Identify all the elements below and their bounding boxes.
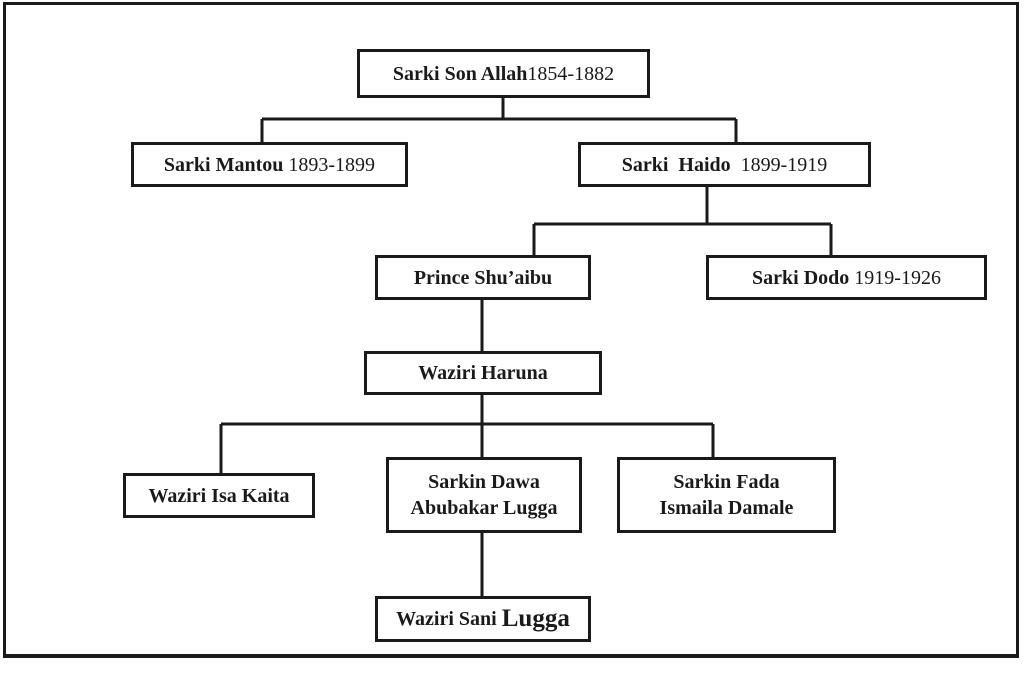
node-name: Sarki Son Allah: [392, 62, 528, 85]
node-title: Sarkin Fada: [673, 471, 780, 493]
node-name: Waziri Isa Kaita: [148, 484, 290, 507]
node-name: Sarki Dodo: [752, 266, 850, 289]
node-name: Waziri Haruna: [418, 362, 548, 384]
node-sarki-mantou: Sarki Mantou 1893-1899: [131, 142, 408, 187]
node-name-emphasis: Lugga: [501, 604, 570, 632]
node-dates: 1899-1919: [740, 153, 828, 176]
connector-haruna-children: [219, 393, 715, 475]
node-sarki-dodo: Sarki Dodo 1919-1926: [706, 255, 987, 300]
node-title: Sarkin Dawa: [428, 471, 540, 493]
node-sarkin-fada: Sarkin Fada Ismaila Damale: [617, 457, 836, 533]
node-name: Waziri Sani: [396, 608, 497, 630]
node-waziri-sani-lugga: Waziri Sani Lugga: [375, 596, 591, 642]
node-name: Prince Shu’aibu: [413, 266, 553, 289]
node-name: Ismaila Damale: [659, 497, 794, 519]
node-waziri-isa-kaita: Waziri Isa Kaita: [123, 473, 315, 518]
connector-haido-children: [532, 185, 833, 257]
node-name: Sarki Mantou: [163, 153, 284, 176]
connector-son-allah-children: [260, 96, 738, 144]
node-dates: 1854-1882: [527, 62, 615, 85]
node-name: Abubakar Lugga: [410, 497, 558, 519]
node-name: Sarki Haido: [621, 153, 731, 176]
node-dates: 1919-1926: [854, 266, 941, 289]
node-prince-shuaibu: Prince Shu’aibu: [375, 255, 591, 300]
node-dates: 1893-1899: [288, 153, 376, 176]
diagram-frame: [3, 2, 1019, 658]
node-sarki-haido: Sarki Haido 1899-1919: [578, 142, 871, 187]
node-sarkin-dawa: Sarkin Dawa Abubakar Lugga: [386, 457, 582, 533]
node-waziri-haruna: Waziri Haruna: [364, 351, 602, 395]
